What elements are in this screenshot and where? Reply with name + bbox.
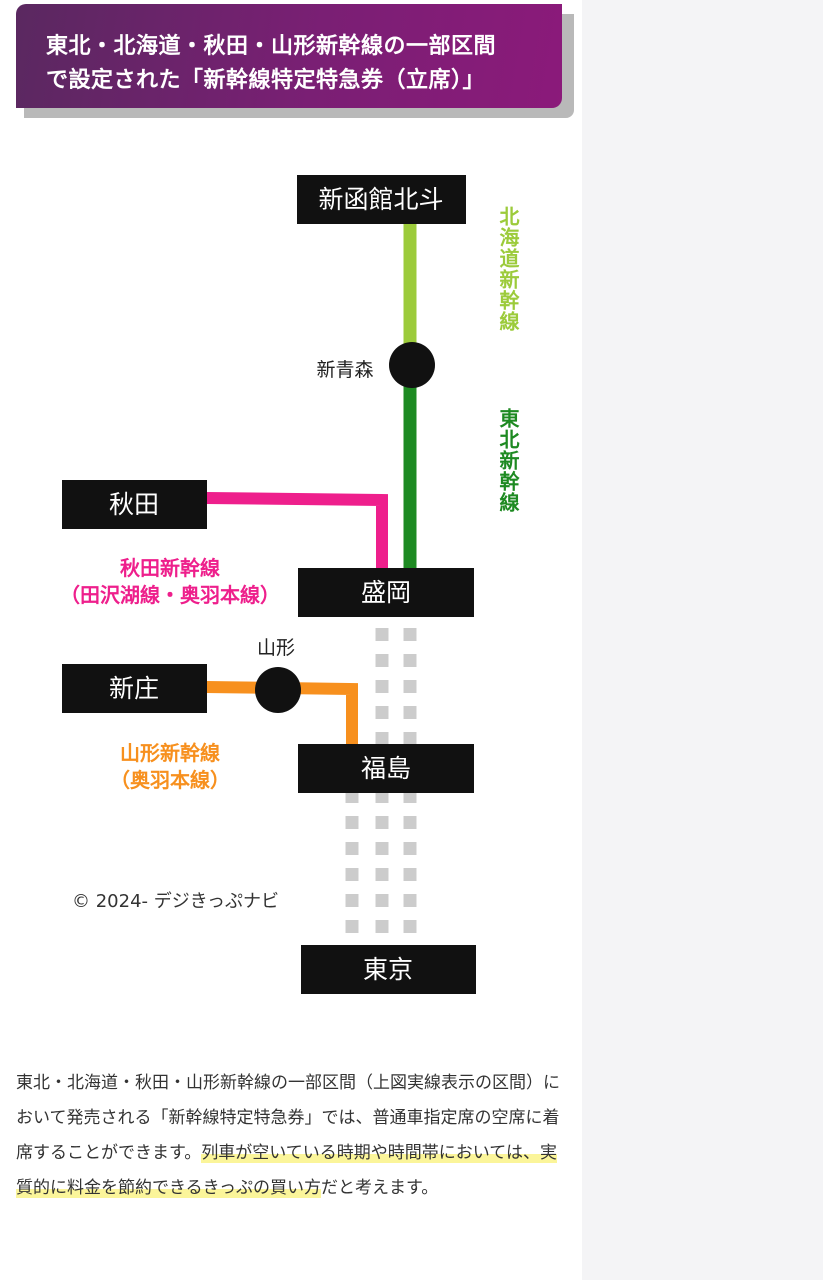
line-label-akita: 秋田新幹線: [120, 556, 220, 580]
section-header: 東北・北海道・秋田・山形新幹線の一部区間 で設定された「新幹線特定特急券（立席）…: [16, 4, 562, 108]
station-label-shin-hakodate: 新函館北斗: [318, 185, 443, 214]
header-title-line2: で設定された「新幹線特定特急券（立席）」: [46, 68, 486, 93]
station-label-tokyo: 東京: [363, 955, 413, 984]
header-title: 東北・北海道・秋田・山形新幹線の一部区間 で設定された「新幹線特定特急券（立席）…: [46, 30, 552, 98]
route-map: 新函館北斗 秋田 盛岡 新庄 福島 東京 新青森 山形 北海道新幹線 東北新幹線…: [60, 175, 520, 994]
shinkansen-route-diagram: 新函館北斗 秋田 盛岡 新庄 福島 東京 新青森 山形 北海道新幹線 東北新幹線…: [0, 150, 582, 1030]
akita-shinkansen-line: [205, 492, 388, 570]
station-box-shin-hakodate: [297, 175, 466, 224]
station-label-akita: 秋田: [109, 490, 159, 519]
shin-aomori-station-dot: [389, 342, 435, 388]
station-box-akita: [62, 480, 207, 529]
station-box-tokyo: [301, 945, 476, 994]
yamagata-station-dot: [255, 667, 301, 713]
dotted-section-morioka-fukushima: [375, 628, 417, 762]
explanation-text: 東北・北海道・秋田・山形新幹線の一部区間（上図実線表示の区間）において発売される…: [16, 1073, 560, 1163]
dotted-section-fukushima-tokyo: [345, 790, 417, 940]
line-label-tohoku: 東北新幹線: [496, 408, 520, 513]
line-label-yamagata-sub: （奥羽本線）: [110, 768, 230, 792]
station-box-fukushima: [298, 744, 474, 793]
explanation-paragraph: 東北・北海道・秋田・山形新幹線の一部区間（上図実線表示の区間）において発売される…: [16, 1066, 564, 1206]
line-label-yamagata: 山形新幹線: [120, 741, 220, 765]
station-label-morioka: 盛岡: [361, 578, 411, 607]
station-label-yamagata: 山形: [257, 637, 295, 659]
explanation-tail: だと考えます。: [320, 1178, 439, 1198]
station-box-morioka: [298, 568, 474, 617]
copyright-notice: © 2024- デジきっぷナビ: [72, 891, 279, 912]
station-label-fukushima: 福島: [361, 754, 411, 783]
header-title-line1: 東北・北海道・秋田・山形新幹線の一部区間: [46, 34, 497, 59]
line-label-hokkaido: 北海道新幹線: [496, 206, 520, 332]
station-label-shin-aomori: 新青森: [316, 359, 373, 381]
station-box-shinjo: [62, 664, 207, 713]
article-content: 東北・北海道・秋田・山形新幹線の一部区間 で設定された「新幹線特定特急券（立席）…: [0, 0, 582, 1280]
line-label-akita-sub: （田沢湖線・奥羽本線）: [60, 583, 280, 607]
yamagata-shinkansen-line: [205, 681, 358, 746]
station-label-shinjo: 新庄: [109, 674, 159, 703]
